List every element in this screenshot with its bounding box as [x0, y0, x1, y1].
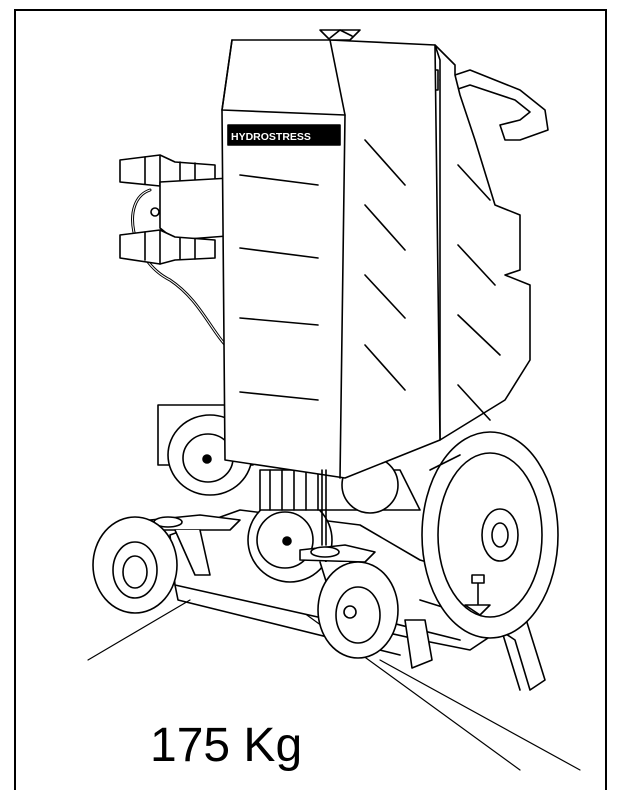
- cover-front: HYDROSTRESS: [221, 29, 441, 479]
- figure-frame: [14, 9, 607, 790]
- left-caster: [92, 514, 241, 614]
- handle: [439, 69, 549, 141]
- brand-label: HYDROSTRESS: [231, 131, 311, 143]
- right-caster: [299, 544, 433, 669]
- weight-label: 175 Kg: [150, 719, 303, 772]
- cover-back: [431, 44, 531, 441]
- large-wheel: [421, 431, 559, 639]
- bolt: [464, 574, 491, 616]
- hydraulic-couplings: [119, 154, 241, 352]
